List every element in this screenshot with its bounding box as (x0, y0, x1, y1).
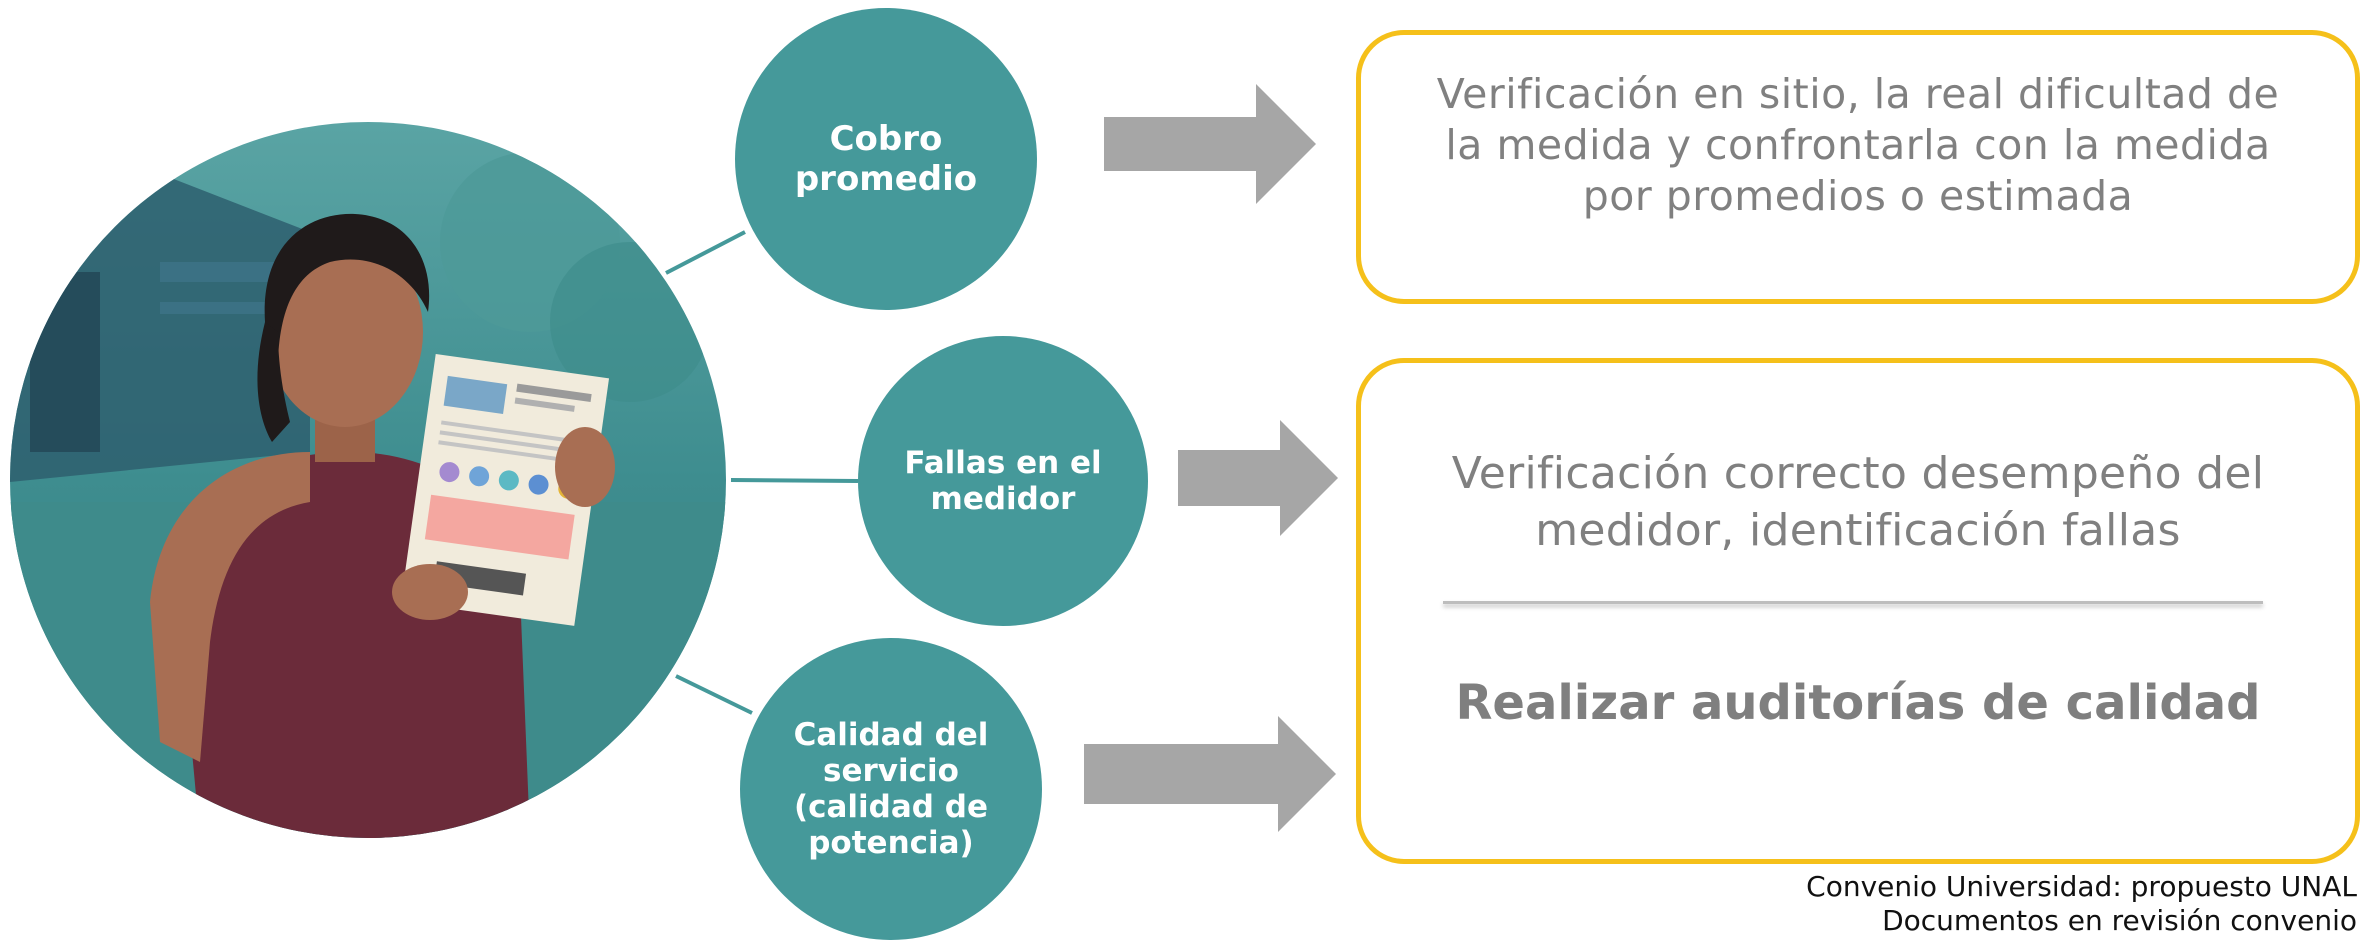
footer-line: Convenio Universidad: propuesto UNAL (1806, 870, 2357, 903)
action-box-cobro: Verificación en sitio, la real dificulta… (1356, 30, 2360, 304)
topic-fallas-medidor: Fallas en el medidor (858, 336, 1148, 626)
arrow-right-icon (1084, 716, 1336, 832)
woman-holding-bill-photo (10, 122, 726, 838)
topic-label-1: Cobro promedio (794, 119, 978, 199)
action-box-medidor-calidad: Verificación correcto desempeño del medi… (1356, 358, 2360, 864)
arrow-right-icon (1178, 420, 1338, 536)
topic-cobro-promedio: Cobro promedio (735, 8, 1037, 310)
connector-line-2 (730, 478, 859, 483)
footer-line: Documentos en revisión convenio (1882, 904, 2357, 937)
arrow-right-icon (1104, 84, 1316, 204)
action-box-text: Verificación en sitio, la real dificulta… (1436, 70, 2280, 220)
topic-calidad-servicio: Calidad del servicio (calidad de potenci… (740, 638, 1042, 940)
topic-label-3: Calidad del servicio (calidad de potenci… (793, 717, 989, 861)
topic-label-2: Fallas en el medidor (904, 445, 1102, 517)
action-box-heading: Realizar auditorías de calidad (1455, 675, 2261, 731)
divider (1443, 601, 2263, 604)
footer-note: Convenio Universidad: propuesto UNAL Doc… (1806, 870, 2357, 938)
action-box-text: Verificación correcto desempeño del medi… (1451, 448, 2265, 556)
